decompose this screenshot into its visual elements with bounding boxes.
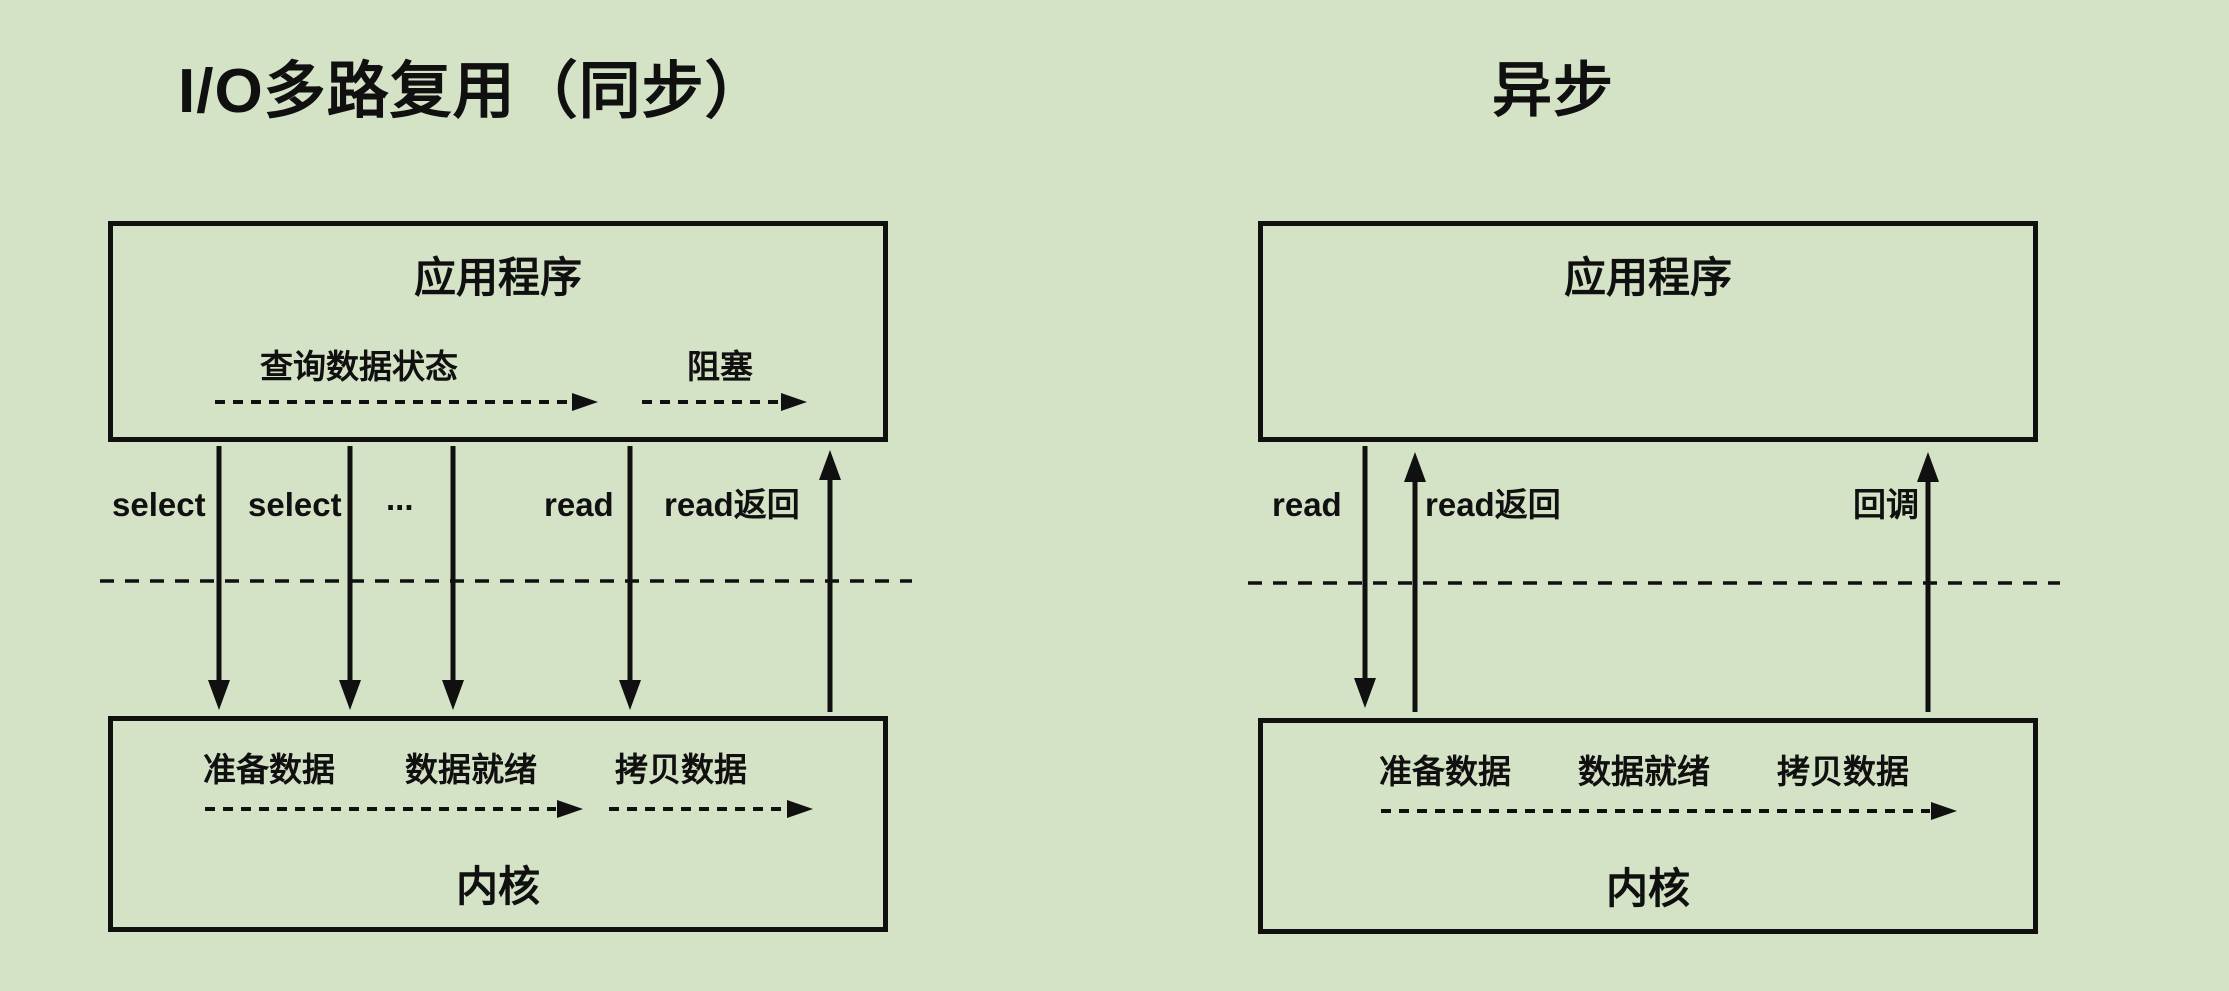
prepare-data-stage-label: 准备数据 <box>203 751 335 788</box>
async-read-return-up-arrow-icon <box>1404 452 1426 712</box>
ellipsis-down-arrow-icon <box>442 446 464 710</box>
async-data-ready-stage-label: 数据就绪 <box>1578 753 1710 790</box>
select-down-arrow-icon-2 <box>339 446 361 710</box>
blocking-dashed-arrow-icon <box>642 393 807 411</box>
callback-label: 回调 <box>1853 486 1919 523</box>
copy-data-dashed-arrow-icon <box>609 800 813 818</box>
left-kernel-box-title: 内核 <box>455 863 540 910</box>
read-down-arrow-icon <box>619 446 641 710</box>
copy-data-stage-label: 拷贝数据 <box>615 751 747 788</box>
right-diagram-title: 异步 <box>1492 57 1614 124</box>
right-application-box: 应用程序 <box>1258 221 2038 442</box>
select-call-label-1: select <box>112 486 206 523</box>
data-ready-stage-label: 数据就绪 <box>405 751 537 788</box>
read-return-label: read返回 <box>664 486 800 523</box>
right-kernel-box: 准备数据 数据就绪 拷贝数据 内核 <box>1258 718 2038 934</box>
left-application-box-title: 应用程序 <box>413 254 582 301</box>
read-call-label: read <box>544 486 614 523</box>
left-user-kernel-boundary-dashed-line <box>100 579 912 583</box>
callback-up-arrow-icon <box>1917 452 1939 712</box>
query-data-status-dashed-arrow-icon <box>215 393 598 411</box>
prepare-to-ready-dashed-arrow-icon <box>205 800 583 818</box>
query-data-status-label: 查询数据状态 <box>260 348 458 385</box>
left-diagram-title: I/O多路复用（同步） <box>178 57 768 126</box>
left-application-box: 应用程序 查询数据状态 阻塞 <box>108 221 888 442</box>
async-read-down-arrow-icon <box>1354 446 1376 708</box>
right-application-box-title: 应用程序 <box>1563 254 1732 301</box>
async-read-call-label: read <box>1272 486 1342 523</box>
async-read-return-label: read返回 <box>1425 486 1561 523</box>
select-call-label-2: select <box>248 486 342 523</box>
ellipsis-calls-label: ... <box>386 480 414 517</box>
right-kernel-box-title: 内核 <box>1605 865 1690 912</box>
blocking-label: 阻塞 <box>687 348 753 385</box>
async-prepare-data-stage-label: 准备数据 <box>1379 753 1511 790</box>
read-return-up-arrow-icon <box>819 450 841 712</box>
left-kernel-box: 准备数据 数据就绪 拷贝数据 内核 <box>108 716 888 932</box>
right-user-kernel-boundary-dashed-line <box>1248 581 2060 585</box>
asynchronous-diagram: 异步 应用程序 read read返回 回调 准备数据 <box>1115 0 2229 991</box>
async-stages-dashed-arrow-icon <box>1381 802 1957 820</box>
io-multiplexing-diagram: I/O多路复用（同步） 应用程序 查询数据状态 阻塞 select select… <box>100 57 912 932</box>
async-copy-data-stage-label: 拷贝数据 <box>1777 753 1909 790</box>
select-down-arrow-icon-1 <box>208 446 230 710</box>
